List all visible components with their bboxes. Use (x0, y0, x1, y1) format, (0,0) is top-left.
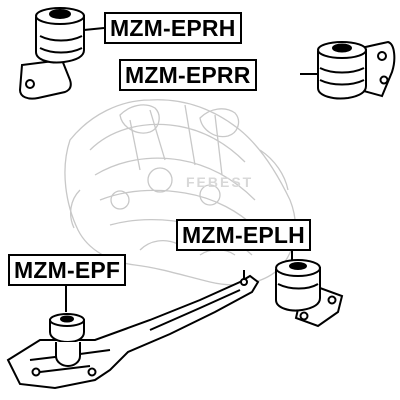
part-label-eplh-text: MZM-EPLH (182, 222, 305, 248)
part-label-eprr: MZM-EPRR (119, 59, 257, 91)
mount-eplh-icon (275, 250, 344, 328)
mount-eprh-icon (18, 7, 105, 100)
mount-eprr-icon (300, 40, 396, 100)
part-label-epf-text: MZM-EPF (14, 257, 121, 283)
mount-epf-icon (49, 286, 85, 368)
part-label-eprh: MZM-EPRH (104, 12, 242, 44)
watermark: FEBEST (186, 174, 254, 190)
part-label-eplh: MZM-EPLH (176, 219, 311, 251)
part-label-eprh-text: MZM-EPRH (110, 15, 236, 41)
crossmember-icon (6, 270, 260, 390)
part-label-eprr-text: MZM-EPRR (125, 62, 251, 88)
part-label-epf: MZM-EPF (8, 254, 127, 286)
